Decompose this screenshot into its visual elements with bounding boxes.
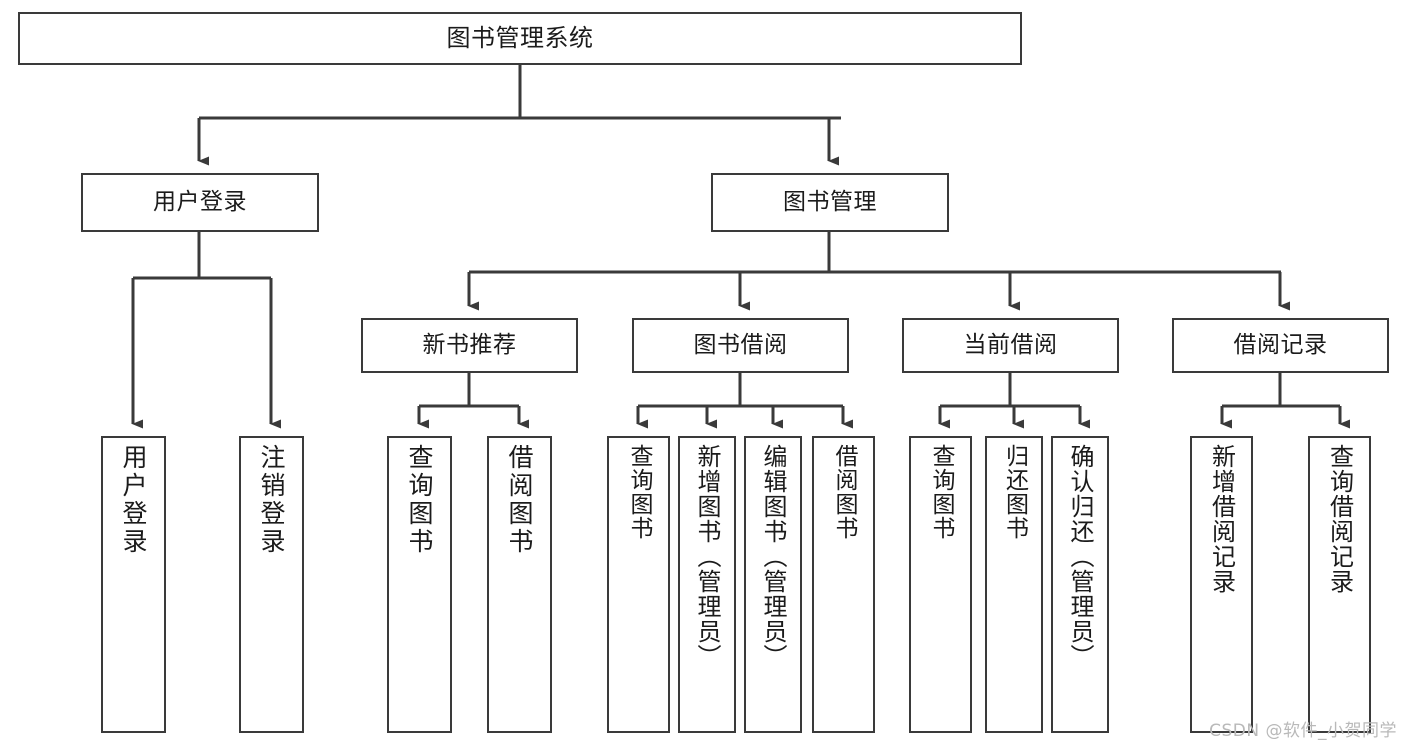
node-leaf-borrow-book-2[interactable]: 借阅图书 xyxy=(812,436,875,733)
node-leaf-return-book[interactable]: 归还图书 xyxy=(985,436,1043,733)
node-new-book-recommend[interactable]: 新书推荐 xyxy=(361,318,578,373)
node-leaf-add-record-label: 新增借阅记录 xyxy=(1207,444,1236,594)
node-book-borrow[interactable]: 图书借阅 xyxy=(632,318,849,373)
node-leaf-confirm-return-label: 确认归还（管理员） xyxy=(1066,444,1094,669)
node-book-borrow-label: 图书借阅 xyxy=(693,331,788,358)
node-root[interactable]: 图书管理系统 xyxy=(18,12,1022,65)
node-leaf-borrow-book-2-label: 借阅图书 xyxy=(831,444,857,540)
node-leaf-query-book-1-label: 查询图书 xyxy=(405,444,434,556)
node-root-label: 图书管理系统 xyxy=(446,24,594,53)
node-leaf-borrow-book-1[interactable]: 借阅图书 xyxy=(487,436,552,733)
node-book-manage[interactable]: 图书管理 xyxy=(711,173,949,232)
node-user-login-label: 用户登录 xyxy=(153,188,247,215)
node-leaf-add-book[interactable]: 新增图书（管理员） xyxy=(678,436,736,733)
node-user-login[interactable]: 用户登录 xyxy=(81,173,319,232)
node-leaf-edit-book-label: 编辑图书（管理员） xyxy=(759,444,787,669)
node-leaf-confirm-return[interactable]: 确认归还（管理员） xyxy=(1051,436,1109,733)
node-leaf-logout-label: 注销登录 xyxy=(257,444,286,556)
node-leaf-query-book-3-label: 查询图书 xyxy=(928,444,954,540)
node-leaf-query-book-1[interactable]: 查询图书 xyxy=(387,436,452,733)
node-leaf-query-book-2-label: 查询图书 xyxy=(626,444,652,540)
node-leaf-edit-book[interactable]: 编辑图书（管理员） xyxy=(744,436,802,733)
node-new-book-recommend-label: 新书推荐 xyxy=(422,331,517,358)
node-leaf-add-book-label: 新增图书（管理员） xyxy=(693,444,721,669)
node-leaf-logout[interactable]: 注销登录 xyxy=(239,436,304,733)
node-leaf-query-book-3[interactable]: 查询图书 xyxy=(909,436,972,733)
node-borrow-record[interactable]: 借阅记录 xyxy=(1172,318,1389,373)
node-leaf-add-record[interactable]: 新增借阅记录 xyxy=(1190,436,1253,733)
node-borrow-record-label: 借阅记录 xyxy=(1233,331,1328,358)
node-current-borrow-label: 当前借阅 xyxy=(963,331,1058,358)
node-leaf-user-login[interactable]: 用户登录 xyxy=(101,436,166,733)
node-leaf-return-book-label: 归还图书 xyxy=(1001,444,1028,540)
node-leaf-query-book-2[interactable]: 查询图书 xyxy=(607,436,670,733)
node-current-borrow[interactable]: 当前借阅 xyxy=(902,318,1119,373)
node-book-manage-label: 图书管理 xyxy=(783,188,877,215)
node-leaf-query-record[interactable]: 查询借阅记录 xyxy=(1308,436,1371,733)
node-leaf-user-login-label: 用户登录 xyxy=(119,444,148,556)
node-leaf-query-record-label: 查询借阅记录 xyxy=(1325,444,1354,594)
node-leaf-borrow-book-1-label: 借阅图书 xyxy=(505,444,534,556)
